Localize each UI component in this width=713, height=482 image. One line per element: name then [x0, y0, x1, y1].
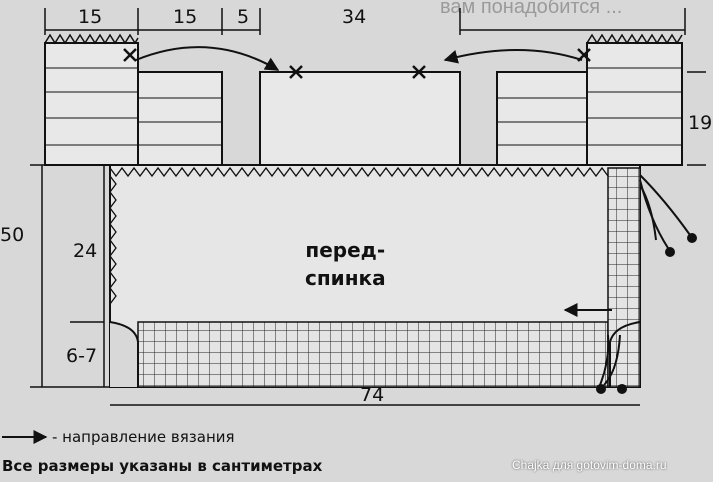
right-shoulder: [496, 71, 588, 166]
dim-width: 74: [360, 384, 385, 406]
left-dimension-lines: [30, 164, 110, 388]
left-shoulder: [137, 71, 223, 166]
dim-left-shoulder: 15: [173, 6, 198, 28]
dim-sleeve-height: 19: [688, 112, 713, 134]
dim-hem: 6-7: [66, 345, 98, 367]
legend-text: - направление вязания: [52, 428, 235, 446]
yarn-ends: [596, 233, 697, 394]
cross-marks: [123, 48, 591, 79]
footer-note: Все размеры указаны в сантиметрах: [2, 457, 323, 475]
direction-arrows: [135, 46, 583, 71]
body-zigzag-band: [109, 166, 609, 178]
dim-gap: 5: [237, 6, 250, 28]
dim-body-side: 24: [73, 240, 98, 262]
front-back-label: перед- спинка: [305, 236, 386, 292]
dim-neck: 34: [342, 6, 367, 28]
background-page-text: вам понадобится ...: [440, 0, 623, 18]
credit-text: Chajka для gotovim-doma.ru: [512, 458, 667, 472]
front-back-label-line2: спинка: [305, 266, 386, 290]
top-dimension-lines: [44, 8, 686, 35]
dim-left-sleeve: 15: [78, 6, 103, 28]
front-back-label-line1: перед-: [305, 238, 386, 262]
yarn-tails: [599, 174, 691, 386]
dim-total-length: 50: [0, 224, 25, 246]
left-sleeve: [44, 33, 139, 166]
zigzag-edge: [586, 33, 683, 45]
sleeve-height-dimension: [687, 71, 706, 166]
body-panel: [109, 164, 641, 388]
right-sleeve: [586, 33, 683, 166]
neck-panel: [259, 71, 461, 166]
zigzag-edge: [44, 33, 139, 45]
